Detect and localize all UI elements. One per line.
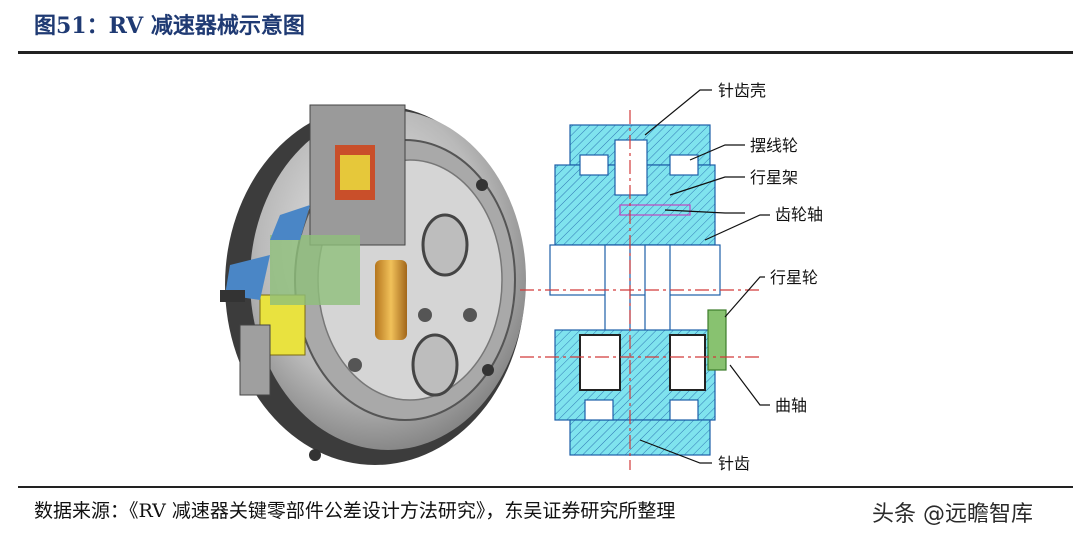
label-crankshaft: 曲轴 bbox=[775, 396, 807, 415]
top-divider bbox=[18, 51, 1073, 54]
leader-lines bbox=[639, 89, 770, 464]
label-pin-housing: 针齿壳 bbox=[718, 81, 766, 100]
label-gear-shaft: 齿轮轴 bbox=[775, 205, 823, 224]
watermark: 头条 @远瞻智库 bbox=[868, 496, 1037, 528]
rv-reducer-figure: 针齿壳 摆线轮 行星架 齿轮轴 行星轮 曲轴 针齿 bbox=[220, 81, 823, 473]
source-note: 数据来源：《RV 减速器关键零部件公差设计方法研究》，东吴证券研究所整理 bbox=[34, 500, 676, 522]
label-planet-carrier: 行星架 bbox=[750, 168, 798, 187]
label-pin-tooth: 针齿 bbox=[718, 454, 750, 473]
label-cycloid-wheel: 摆线轮 bbox=[750, 136, 798, 155]
cross-section-drawing bbox=[520, 110, 760, 470]
cutaway-render bbox=[220, 104, 526, 465]
figure-title: 图51：RV 减速器械示意图 bbox=[34, 13, 305, 39]
bottom-divider bbox=[18, 486, 1073, 488]
label-planet-gear: 行星轮 bbox=[770, 268, 818, 287]
